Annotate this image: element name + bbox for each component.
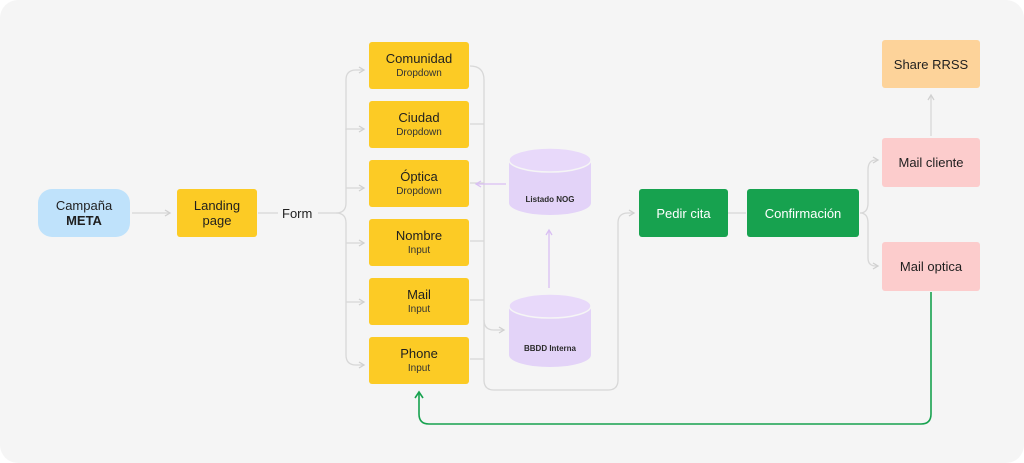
field-type: Input xyxy=(407,304,431,315)
field-nombre: Nombre Input xyxy=(369,219,469,266)
share-rrss-node: Share RRSS xyxy=(882,40,980,88)
field-title: Óptica xyxy=(400,169,438,184)
pedir-cita-node: Pedir cita xyxy=(639,189,728,237)
confirmacion-label: Confirmación xyxy=(764,205,842,221)
form-fanout xyxy=(318,66,366,369)
mail-cliente-node: Mail cliente xyxy=(882,138,980,187)
field-comunidad: Comunidad Dropdown xyxy=(369,42,469,89)
field-title: Comunidad xyxy=(385,51,453,66)
field-title: Mail xyxy=(407,287,431,302)
campana-line1: Campaña xyxy=(55,198,113,213)
mail-cliente-label: Mail cliente xyxy=(898,155,964,170)
field-ciudad: Ciudad Dropdown xyxy=(369,101,469,148)
landing-page-node: Landing page xyxy=(177,189,257,237)
edge-mailoptica-phone xyxy=(414,292,932,425)
landing-line1: Landing xyxy=(193,198,241,213)
pedir-cita-label: Pedir cita xyxy=(656,205,711,221)
form-label: Form xyxy=(282,206,313,221)
field-title: Phone xyxy=(400,346,438,361)
field-mail: Mail Input xyxy=(369,278,469,325)
bbdd-interna-label: BBDD Interna xyxy=(523,344,576,353)
mail-optica-node: Mail optica xyxy=(882,242,980,291)
listado-nog-db xyxy=(508,147,592,215)
confirmacion-node: Confirmación xyxy=(747,189,859,237)
campana-line2: META xyxy=(66,213,102,228)
campana-meta-node: Campaña META xyxy=(38,189,130,237)
share-rrss-label: Share RRSS xyxy=(893,56,969,72)
field-type: Dropdown xyxy=(396,68,442,79)
listado-nog-label: Listado NOG xyxy=(525,195,575,204)
field-optica: Óptica Dropdown xyxy=(369,160,469,207)
field-type: Input xyxy=(407,363,431,374)
field-phone: Phone Input xyxy=(369,337,469,384)
field-type: Input xyxy=(407,245,431,256)
field-type: Dropdown xyxy=(396,127,442,138)
landing-line2: page xyxy=(202,213,232,228)
field-title: Ciudad xyxy=(398,110,440,125)
bbdd-interna-db xyxy=(508,293,592,367)
field-title: Nombre xyxy=(395,228,443,243)
confirmacion-fanout xyxy=(859,156,880,270)
field-type: Dropdown xyxy=(396,186,442,197)
mail-optica-label: Mail optica xyxy=(899,259,963,274)
